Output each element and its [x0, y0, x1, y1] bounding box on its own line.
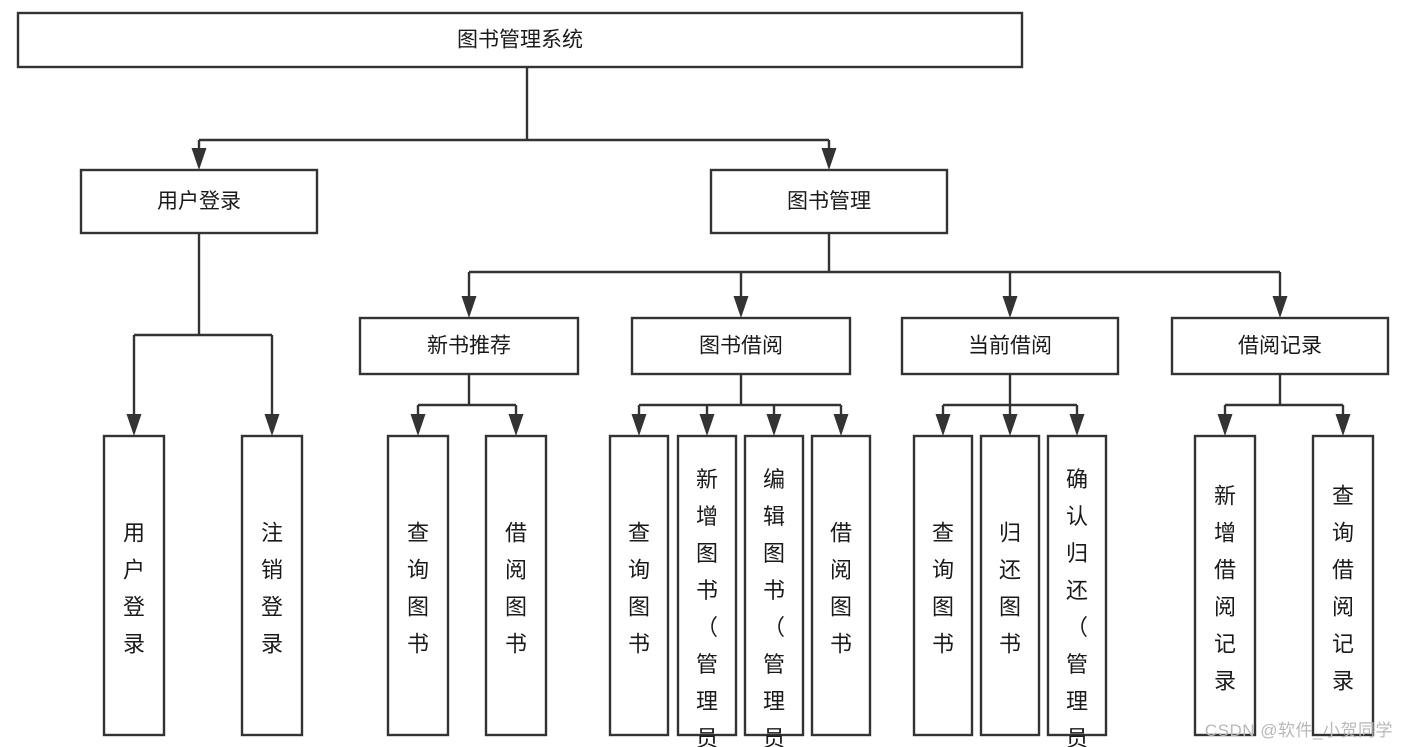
- leaf-node[interactable]: 确认归还（管理员）: [1046, 434, 1108, 747]
- level1-box[interactable]: [79, 168, 319, 235]
- level1-label: 图书管理: [787, 190, 871, 213]
- connector-current-to-leaves: [935, 374, 1085, 436]
- root-box[interactable]: [16, 11, 1024, 69]
- level2-node[interactable]: 借阅记录: [1170, 316, 1390, 376]
- leaf-label: 新增图书（管理员）: [696, 467, 718, 747]
- leaf-node[interactable]: 归还图书: [979, 434, 1041, 737]
- leaf-node[interactable]: 编辑图书（管理员）: [743, 434, 805, 747]
- level2-node[interactable]: 图书借阅: [630, 316, 852, 376]
- level1-label: 用户登录: [157, 190, 241, 213]
- leaf-label: 借阅图书: [830, 520, 852, 656]
- leaf-box[interactable]: [240, 434, 304, 737]
- leaf-label: 查询图书: [932, 520, 954, 656]
- level2-label: 图书借阅: [699, 335, 783, 358]
- level2-box[interactable]: [1170, 316, 1390, 376]
- leaf-node[interactable]: 借阅图书: [484, 434, 548, 737]
- leaf-node[interactable]: 借阅图书: [810, 434, 872, 737]
- node-layer: 图书管理系统用户登录图书管理新书推荐图书借阅当前借阅借阅记录用户登录注销登录查询…: [16, 11, 1390, 747]
- leaf-box[interactable]: [608, 434, 670, 737]
- level2-node[interactable]: 当前借阅: [900, 316, 1120, 376]
- connector-newbook-to-leaves: [410, 374, 524, 436]
- leaf-box[interactable]: [484, 434, 548, 737]
- leaf-label: 查询图书: [628, 520, 650, 656]
- leaf-box[interactable]: [1193, 434, 1257, 737]
- leaf-box[interactable]: [676, 434, 738, 737]
- leaf-node[interactable]: 查询图书: [912, 434, 974, 737]
- watermark-label: CSDN @软件_小贺同学: [1204, 721, 1393, 740]
- connector-userlogin-to-leaves: [126, 233, 280, 436]
- leaf-box[interactable]: [1046, 434, 1108, 737]
- level2-node[interactable]: 新书推荐: [358, 316, 580, 376]
- root-node[interactable]: 图书管理系统: [16, 11, 1024, 69]
- root-label: 图书管理系统: [457, 29, 583, 52]
- leaf-label: 注销登录: [261, 520, 283, 656]
- leaf-label: 新增借阅记录: [1214, 483, 1236, 693]
- leaf-box[interactable]: [1311, 434, 1375, 737]
- level1-node[interactable]: 图书管理: [709, 168, 949, 235]
- level2-label: 当前借阅: [968, 335, 1052, 358]
- connector-layer: [126, 67, 1351, 436]
- level2-label: 借阅记录: [1238, 335, 1322, 358]
- leaf-label: 查询借阅记录: [1332, 483, 1354, 693]
- leaf-label: 查询图书: [407, 520, 429, 656]
- level2-label: 新书推荐: [427, 335, 511, 358]
- leaf-node[interactable]: 注销登录: [240, 434, 304, 737]
- leaf-node[interactable]: 用户登录: [102, 434, 166, 737]
- connector-record-to-leaves: [1217, 374, 1351, 436]
- leaf-box[interactable]: [810, 434, 872, 737]
- level2-box[interactable]: [630, 316, 852, 376]
- leaf-node[interactable]: 查询图书: [386, 434, 450, 737]
- leaf-label: 确认归还（管理员）: [1066, 467, 1088, 747]
- leaf-node[interactable]: 新增图书（管理员）: [676, 434, 738, 747]
- leaf-box[interactable]: [386, 434, 450, 737]
- leaf-label: 归还图书: [999, 520, 1021, 656]
- leaf-label: 借阅图书: [505, 520, 527, 656]
- connector-borrow-to-leaves: [631, 374, 849, 436]
- connector-bookmgmt-to-level2: [461, 233, 1288, 318]
- leaf-label: 用户登录: [123, 520, 145, 656]
- level2-box[interactable]: [358, 316, 580, 376]
- leaf-node[interactable]: 新增借阅记录: [1193, 434, 1257, 737]
- leaf-node[interactable]: 查询借阅记录: [1311, 434, 1375, 737]
- leaf-node[interactable]: 查询图书: [608, 434, 670, 737]
- level2-box[interactable]: [900, 316, 1120, 376]
- leaf-label: 编辑图书（管理员）: [763, 467, 785, 747]
- level1-node[interactable]: 用户登录: [79, 168, 319, 235]
- level1-box[interactable]: [709, 168, 949, 235]
- leaf-box[interactable]: [912, 434, 974, 737]
- leaf-box[interactable]: [979, 434, 1041, 737]
- leaf-box[interactable]: [102, 434, 166, 737]
- leaf-box[interactable]: [743, 434, 805, 737]
- connector-root-to-level1: [191, 67, 837, 170]
